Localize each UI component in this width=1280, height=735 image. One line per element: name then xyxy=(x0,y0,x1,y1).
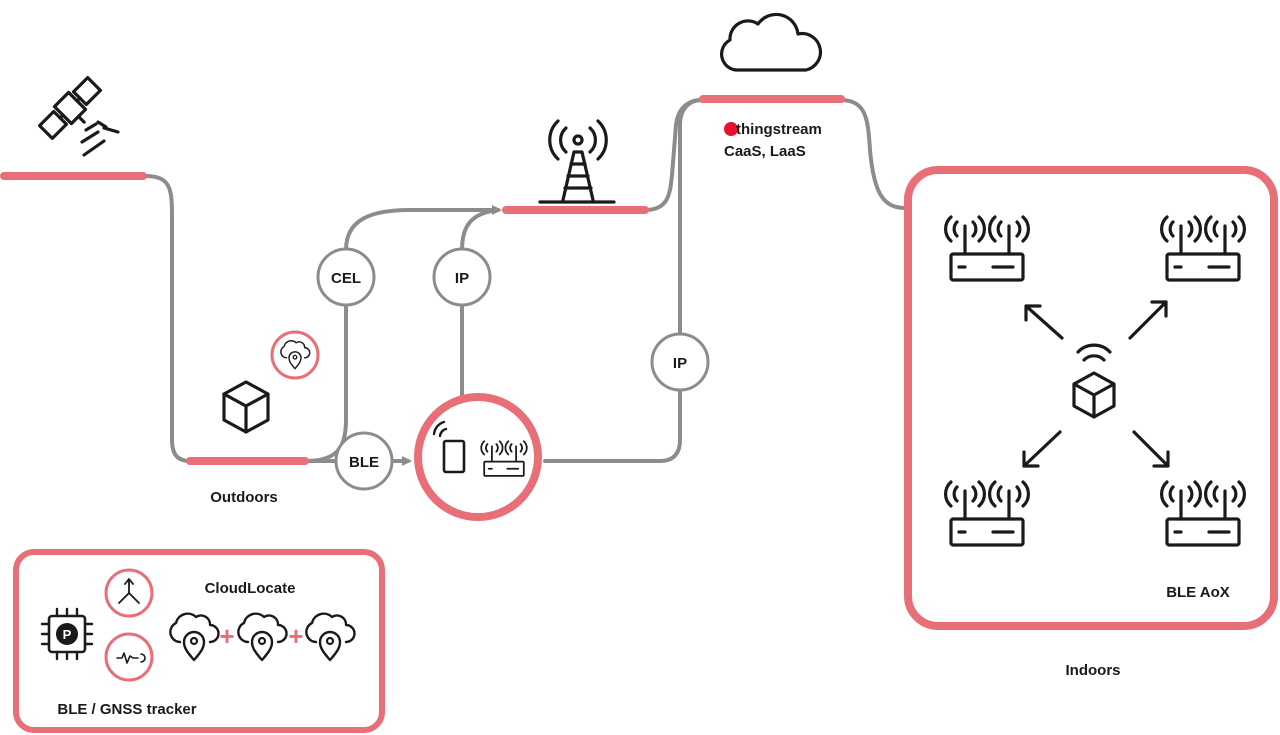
thingstream-logo-mark xyxy=(724,122,738,136)
thingstream-logo: thingstream CaaS, LaaS xyxy=(724,121,822,160)
cube-icon xyxy=(1072,371,1116,419)
phone-icon xyxy=(432,420,466,474)
motion-icon xyxy=(118,578,140,604)
node-ip-right[interactable]: IP xyxy=(650,332,710,392)
tracker-label: BLE / GNSS tracker xyxy=(57,701,196,718)
cloudlocate-label: CloudLocate xyxy=(205,580,296,597)
chip-label: P xyxy=(63,627,72,642)
plus-sign: + xyxy=(288,621,303,651)
gateway-circle xyxy=(414,393,542,521)
cloud-icon xyxy=(720,12,823,72)
ble-aox-label: BLE AoX xyxy=(1166,584,1230,601)
direction-arrows xyxy=(1022,300,1170,468)
outdoors-label: Outdoors xyxy=(210,489,278,506)
cloud-location-badge xyxy=(270,330,320,380)
node-ip-left-label: IP xyxy=(455,270,469,287)
node-cel-circle xyxy=(316,247,376,307)
wire-satellite-outdoors xyxy=(143,174,192,463)
node-ble[interactable]: BLE xyxy=(334,431,394,491)
satellite-signal-icon xyxy=(80,120,120,157)
node-ip-left[interactable]: IP xyxy=(432,247,492,307)
wire-ip-cloud xyxy=(543,98,704,463)
indoors-label: Indoors xyxy=(1066,662,1121,679)
node-cel[interactable]: CEL xyxy=(316,247,376,307)
node-ip-left-circle xyxy=(432,247,492,307)
brand-subtitle: CaaS, LaaS xyxy=(724,143,806,160)
node-cel-label: CEL xyxy=(331,270,361,287)
brand-name: thingstream xyxy=(736,121,822,138)
signal-icon xyxy=(116,652,139,664)
indoors-frame xyxy=(904,166,1278,630)
satellite-icon xyxy=(37,75,103,141)
beacon-signal-icon xyxy=(1076,343,1112,362)
node-ip-right-circle xyxy=(650,332,710,392)
motion-badge xyxy=(104,568,154,618)
plus-sign: + xyxy=(219,621,234,651)
wire-tower-cloud xyxy=(643,98,704,212)
node-ip-right-label: IP xyxy=(673,355,687,372)
tracker-panel: P CloudLocate + + BLE / GNSS tracker xyxy=(13,549,385,733)
cloud-location-icon xyxy=(280,340,311,370)
indoors-panel: BLE AoX xyxy=(904,166,1278,630)
node-ble-circle xyxy=(334,431,394,491)
node-ble-label: BLE xyxy=(349,454,379,471)
chip-icon: P xyxy=(40,607,94,661)
wire-cloud-indoors xyxy=(838,98,908,210)
cell-tower-icon xyxy=(538,119,616,204)
cube-icon xyxy=(222,380,270,434)
gateway-node[interactable] xyxy=(414,393,542,521)
signal-badge xyxy=(104,632,154,682)
